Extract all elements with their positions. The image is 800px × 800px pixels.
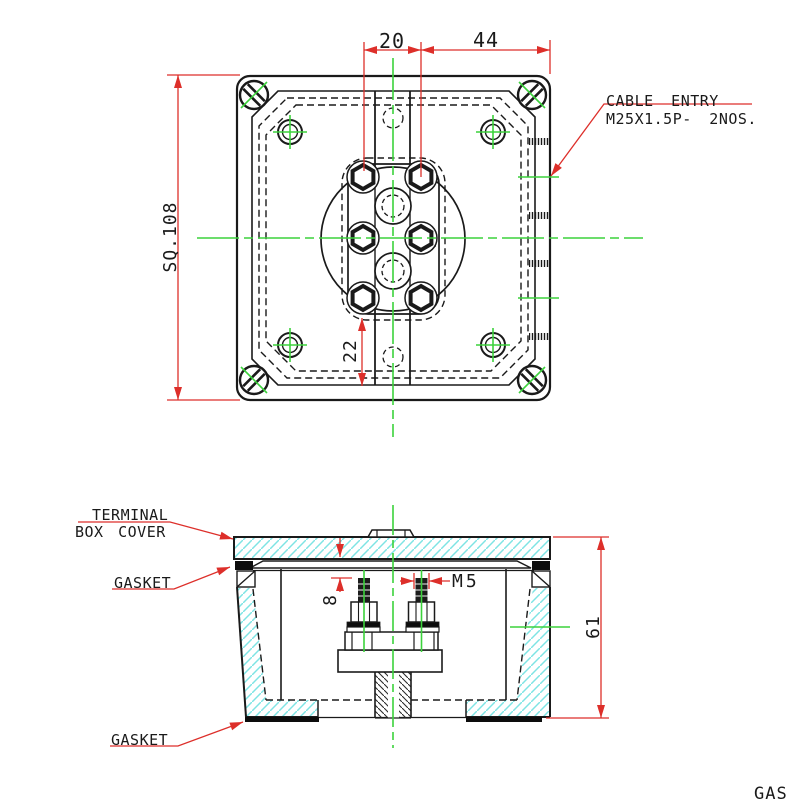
dim-stud-thread-label: M5	[452, 571, 480, 592]
dim-stud-spacing-label: 20	[379, 29, 405, 53]
screw-bottom-right	[516, 364, 548, 396]
nut-bottom-right	[404, 281, 438, 315]
dim-box-height-label: 61	[583, 615, 604, 639]
wall-right-section	[466, 588, 550, 717]
centerlines-section-view	[363, 505, 570, 748]
cable-entry-label-line2: M25X1.5P- 2NOS.	[606, 110, 757, 128]
centerlines-top-view	[197, 58, 643, 437]
gasket-label-top: GASKET	[114, 574, 171, 592]
corner-screws	[238, 79, 548, 396]
cable-entry-leader	[550, 103, 752, 177]
dim-plate-size-label: SQ.108	[160, 201, 181, 272]
section-view: TERMINAL BOX COVER GASKET GASKET M5 8 61	[75, 505, 609, 749]
cover-label-line2: BOX COVER	[75, 523, 166, 541]
nut-bottom-left	[346, 281, 380, 315]
terminal-box-cover	[233, 536, 551, 560]
cover-leader	[78, 521, 234, 540]
hidden-hole-bottom	[382, 346, 404, 368]
terminal-block-section	[337, 578, 443, 673]
nut-top-left	[346, 160, 380, 194]
hole-bottom-right	[476, 328, 510, 362]
cover-inner-plate	[249, 560, 532, 569]
dimensions-top-view	[167, 40, 752, 401]
gasket-top-right	[532, 561, 550, 570]
gasket-bottom-left	[245, 717, 319, 722]
wall-left-section	[237, 588, 318, 717]
cover-label-line1: TERMINAL	[92, 506, 168, 524]
gasket-bottom-right	[466, 717, 542, 722]
gasket-top-leader	[112, 566, 231, 590]
hole-top-right	[476, 115, 510, 149]
hidden-groove-outer	[258, 97, 529, 379]
cable-entry-knockouts	[529, 138, 549, 340]
cable-entry-label-line1: CABLE ENTRY	[606, 92, 719, 110]
dim-stud-to-edge-label: 44	[473, 28, 499, 52]
screw-top-right	[516, 79, 548, 111]
screw-bottom-left	[238, 364, 270, 396]
partial-gasket-text: GAS	[754, 784, 788, 800]
gasket-label-bottom: GASKET	[111, 731, 168, 749]
hole-bottom-left	[273, 328, 307, 362]
dim-stud-projection-label: 8	[320, 594, 341, 606]
hole-top-left	[273, 115, 307, 149]
dim-stud-to-bottom-label: 22	[340, 339, 361, 363]
hidden-groove-inner	[265, 104, 522, 372]
gasket-bottom-leader	[110, 721, 244, 747]
flange-corners	[236, 570, 551, 588]
screw-top-left	[238, 79, 270, 111]
cover-top-boss	[366, 529, 416, 538]
mounting-holes	[273, 115, 510, 362]
gasket-top-left	[235, 561, 253, 570]
top-view: 20 44 SQ.108 22 CABLE ENTRY M25X1.5P- 2N…	[160, 28, 757, 437]
